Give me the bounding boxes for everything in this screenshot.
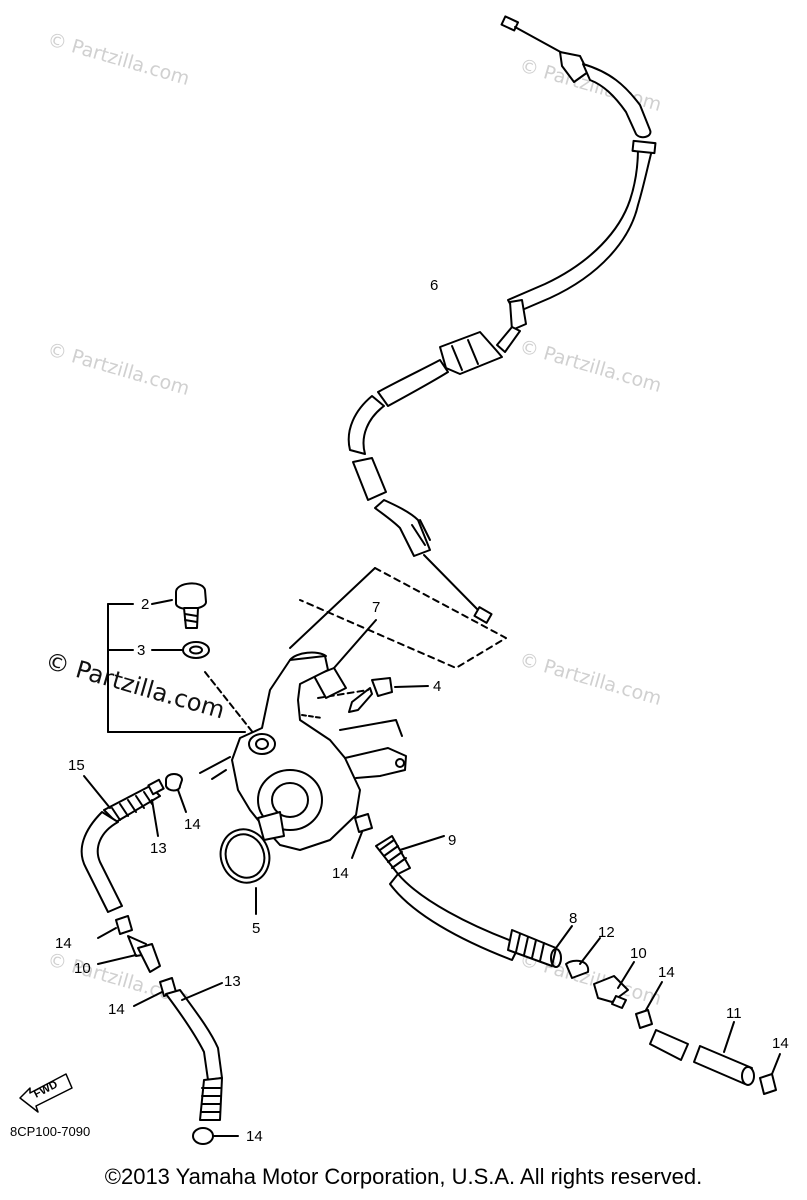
callout-14-left-upper: 14 — [55, 935, 72, 952]
part-15-hose — [80, 775, 165, 913]
callout-10-left: 10 — [74, 960, 91, 977]
callout-12: 12 — [598, 924, 615, 941]
part-10b-joint — [593, 975, 629, 1003]
diagram-code: 8CP100-7090 — [10, 1124, 91, 1139]
part-5-oring — [219, 828, 271, 884]
callout-3: 3 — [137, 642, 145, 659]
fwd-arrow-icon — [19, 1073, 73, 1113]
part-11-tube — [649, 1021, 755, 1086]
callout-10-right: 10 — [630, 945, 647, 962]
oil-pump-body — [199, 651, 407, 851]
callout-14-pump-left: 14 — [184, 816, 201, 833]
callout-2: 2 — [141, 596, 149, 613]
callout-11: 11 — [726, 1005, 742, 1022]
part-4-screw — [348, 677, 429, 713]
callout-13-upper: 13 — [150, 840, 167, 857]
callout-5: 5 — [252, 920, 260, 937]
part-10a-joint — [137, 943, 161, 973]
part-12-clamp — [565, 959, 590, 979]
callout-14-pump-right: 14 — [332, 865, 349, 882]
part-2-bolt — [175, 582, 207, 629]
part-9-hose — [375, 835, 573, 968]
callout-13-lower: 13 — [224, 973, 241, 990]
callout-9: 9 — [448, 832, 456, 849]
callout-14-right: 14 — [658, 964, 675, 981]
part-6-cable — [347, 15, 657, 624]
callout-4: 4 — [433, 678, 441, 695]
copyright-notice: ©2013 Yamaha Motor Corporation, U.S.A. A… — [104, 1164, 703, 1189]
part-3-washer — [182, 641, 210, 659]
part-13-hose-lower — [165, 982, 239, 1145]
callout-7: 7 — [372, 599, 380, 616]
callout-8: 8 — [569, 910, 577, 927]
callout-14-far-right: 14 — [772, 1035, 789, 1052]
callout-6: 6 — [430, 277, 438, 294]
callout-14-bottom: 14 — [246, 1128, 263, 1145]
callout-14-left-lower: 14 — [108, 1001, 125, 1018]
callout-15: 15 — [68, 757, 85, 774]
